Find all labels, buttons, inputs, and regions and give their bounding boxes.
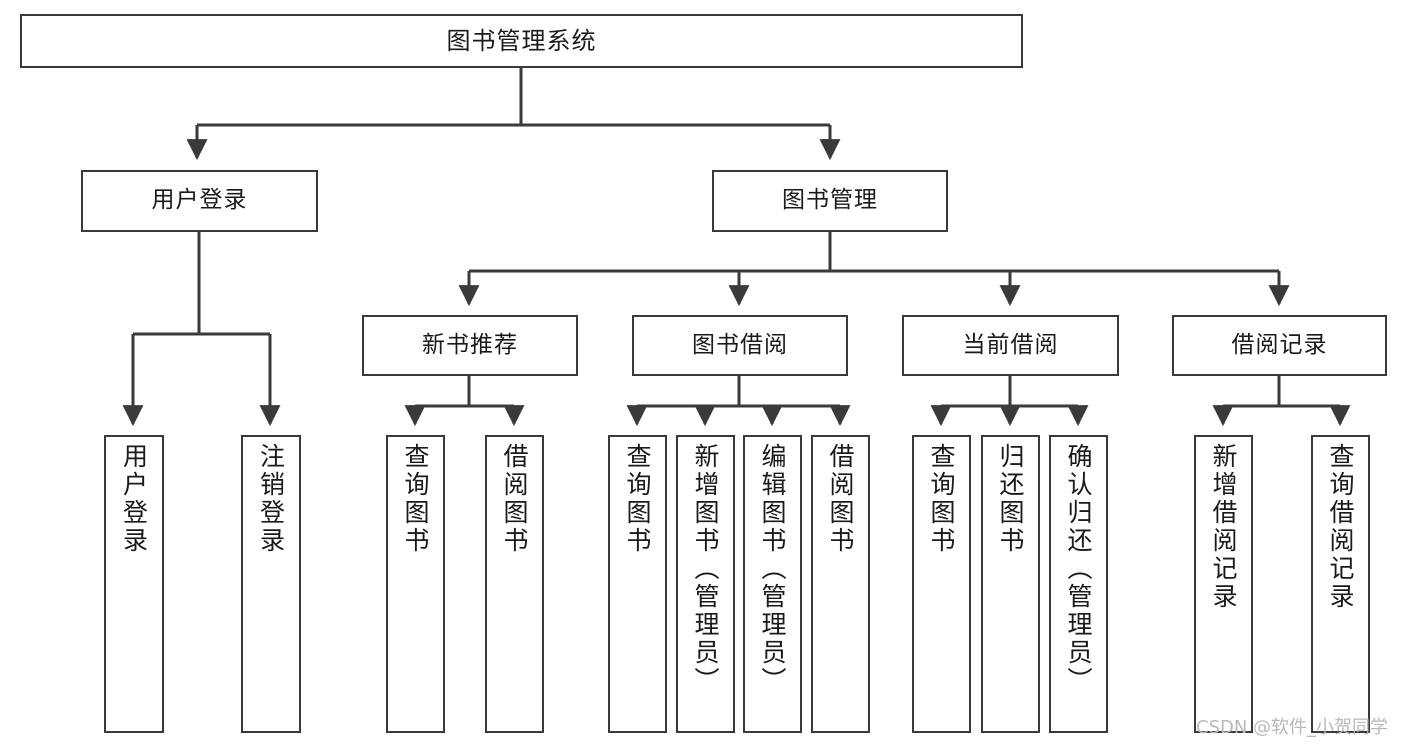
- node-new-book-recommend[interactable]: 新书推荐: [362, 315, 578, 376]
- node-label: 归还图书: [996, 443, 1025, 555]
- node-book-management[interactable]: 图书管理: [712, 170, 948, 232]
- leaf-add-borrow-record[interactable]: 新增借阅记录: [1194, 435, 1253, 733]
- node-label: 查询图书: [927, 443, 956, 555]
- csdn-watermark: CSDN @软件_小贺同学: [1196, 717, 1389, 738]
- node-label: 查询图书: [401, 443, 430, 555]
- leaf-add-book[interactable]: 新增图书（管理员）: [676, 435, 735, 733]
- node-label: 图书管理: [782, 187, 878, 214]
- node-label: 新增图书（管理员）: [691, 443, 720, 695]
- node-label: 查询借阅记录: [1326, 443, 1355, 611]
- node-label: 借阅记录: [1231, 331, 1328, 358]
- node-current-borrow[interactable]: 当前借阅: [902, 315, 1119, 376]
- node-book-borrow[interactable]: 图书借阅: [632, 315, 848, 376]
- leaf-return-book[interactable]: 归还图书: [981, 435, 1040, 733]
- node-label: 查询图书: [623, 443, 652, 555]
- leaf-edit-book[interactable]: 编辑图书（管理员）: [743, 435, 802, 733]
- node-label: 借阅图书: [500, 443, 529, 555]
- node-label: 编辑图书（管理员）: [758, 443, 787, 695]
- leaf-query-book-recommend[interactable]: 查询图书: [386, 435, 445, 733]
- node-label: 借阅图书: [826, 443, 855, 555]
- leaf-query-book-borrow[interactable]: 查询图书: [608, 435, 667, 733]
- leaf-query-borrow-record[interactable]: 查询借阅记录: [1311, 435, 1370, 733]
- node-user-login[interactable]: 用户登录: [81, 170, 318, 232]
- node-label: 用户登录: [151, 187, 248, 214]
- leaf-query-book-current[interactable]: 查询图书: [912, 435, 971, 733]
- leaf-logout-login[interactable]: 注销登录: [241, 435, 301, 733]
- node-label: 图书借阅: [692, 331, 788, 358]
- leaf-borrow-book[interactable]: 借阅图书: [811, 435, 870, 733]
- node-label: 确认归还（管理员）: [1064, 443, 1093, 695]
- leaf-confirm-return[interactable]: 确认归还（管理员）: [1049, 435, 1108, 733]
- node-label: 注销登录: [256, 443, 286, 555]
- node-label: 当前借阅: [962, 331, 1059, 358]
- node-label: 图书管理系统: [446, 26, 597, 55]
- leaf-borrow-book-recommend[interactable]: 借阅图书: [485, 435, 544, 733]
- node-borrow-record[interactable]: 借阅记录: [1172, 315, 1387, 376]
- node-label: 新书推荐: [422, 331, 518, 358]
- leaf-user-login[interactable]: 用户登录: [104, 435, 164, 733]
- node-label: 用户登录: [119, 443, 149, 555]
- node-label: 新增借阅记录: [1209, 443, 1238, 611]
- node-root-book-management-system[interactable]: 图书管理系统: [20, 14, 1023, 68]
